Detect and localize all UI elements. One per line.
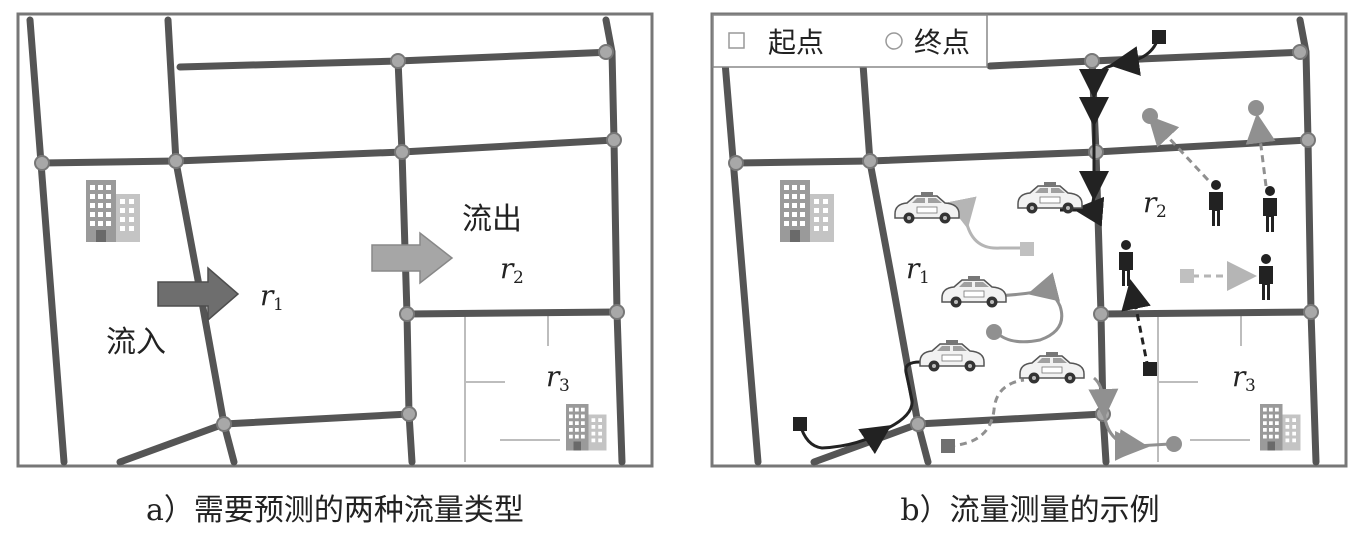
person-icon	[1209, 180, 1223, 226]
person-icon	[1119, 240, 1133, 286]
svg-text:r: r	[500, 252, 515, 285]
region-r3-label: r 3	[1232, 360, 1256, 396]
svg-text:2: 2	[1156, 202, 1167, 222]
building-icon	[566, 404, 607, 451]
building-icon	[1260, 404, 1301, 451]
panel-b-caption: b）流量测量的示例	[900, 493, 1159, 528]
taxi-icon	[941, 275, 1007, 309]
panel-a-caption: a）需要预测的两种流量类型	[146, 493, 524, 528]
panel-a-minor-streets	[464, 316, 560, 462]
svg-text:r: r	[1232, 360, 1247, 393]
panel-a-intersections	[34, 44, 625, 432]
person-icon	[1263, 186, 1277, 232]
inflow-label: 流入	[106, 325, 166, 360]
origin-marker	[1143, 362, 1157, 376]
panel-b-frame	[710, 12, 1348, 468]
svg-text:2: 2	[513, 268, 524, 288]
building-icon	[780, 180, 834, 242]
outflow-arrow	[371, 231, 454, 285]
destination-marker	[1248, 100, 1264, 116]
svg-text:1: 1	[919, 268, 930, 288]
inflow-arrow	[157, 266, 240, 322]
origin-marker	[1152, 30, 1166, 44]
outflow-label: 流出	[462, 202, 522, 237]
svg-text:r: r	[906, 252, 921, 285]
panel-a-frame	[16, 12, 654, 468]
region-r1-label: r 1	[260, 279, 284, 315]
legend-origin-label: 起点	[768, 26, 824, 59]
region-r3-label: r 3	[546, 360, 570, 396]
origin-marker	[793, 417, 807, 431]
svg-text:r: r	[546, 360, 561, 393]
person-icon	[1259, 254, 1273, 300]
panel-b-trajectories	[798, 37, 1276, 461]
svg-text:r: r	[260, 279, 275, 312]
panel-b-origins	[793, 30, 1194, 453]
panel-b-destinations	[986, 100, 1264, 452]
destination-marker	[986, 324, 1002, 340]
region-r2-label: r 2	[1143, 186, 1167, 222]
legend-destination-label: 终点	[914, 26, 970, 59]
panel-a: 流入 流出 r 1 r 2 r 3 a）需要预测的两种流量类型	[16, 12, 654, 528]
destination-legend-icon	[885, 32, 903, 50]
taxi-icon	[1017, 181, 1083, 215]
svg-text:3: 3	[1245, 376, 1256, 396]
svg-text:1: 1	[273, 295, 284, 315]
destination-marker	[1166, 436, 1182, 452]
taxi-icon	[1019, 351, 1085, 385]
origin-marker	[1180, 269, 1194, 283]
destination-marker	[1142, 108, 1158, 124]
legend: 起点 终点	[712, 14, 988, 68]
origin-legend-icon	[728, 32, 745, 49]
svg-text:r: r	[1143, 186, 1158, 219]
region-r1-label: r 1	[906, 252, 930, 288]
taxi-icon	[919, 339, 985, 373]
panel-b: r 1 r 2 r 3 起点 终点 b）流量测量的示例	[710, 12, 1348, 528]
svg-text:3: 3	[559, 376, 570, 396]
panel-b-minor-streets	[1157, 316, 1250, 462]
origin-marker	[941, 439, 955, 453]
region-r2-label: r 2	[500, 252, 524, 288]
building-icon	[86, 180, 140, 242]
origin-marker	[1020, 242, 1034, 256]
taxi-icon	[894, 191, 960, 225]
